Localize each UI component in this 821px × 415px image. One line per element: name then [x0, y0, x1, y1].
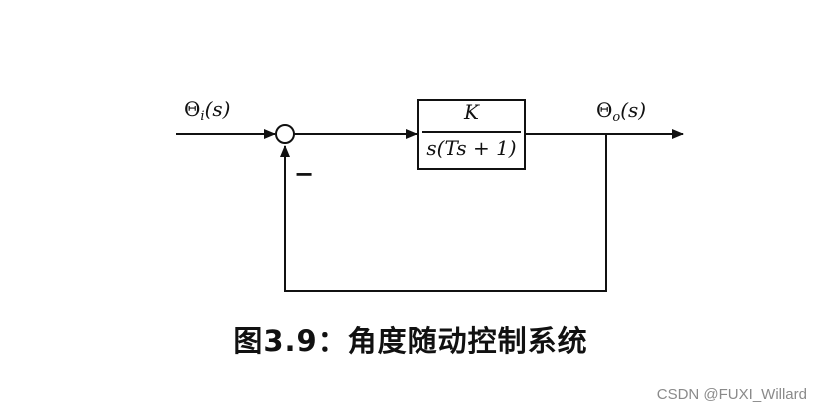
block-denominator: s(Ts + 1) [426, 136, 517, 160]
figure-caption: 图3.9：角度随动控制系统 [233, 324, 588, 358]
feedback-sign: − [294, 160, 315, 188]
input-label: Θi(s) [184, 97, 231, 124]
output-label: Θo(s) [596, 98, 647, 125]
watermark: CSDN @FUXI_Willard [656, 386, 807, 403]
summing-junction [275, 124, 295, 144]
transfer-function-block [417, 99, 526, 170]
block-numerator: K [464, 100, 479, 124]
feedback-path [280, 134, 607, 292]
